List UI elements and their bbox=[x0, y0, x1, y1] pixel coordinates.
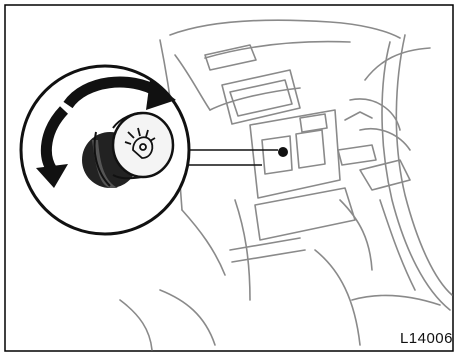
switch-location-dot bbox=[278, 147, 288, 157]
figure-code: L14006 bbox=[400, 330, 453, 347]
